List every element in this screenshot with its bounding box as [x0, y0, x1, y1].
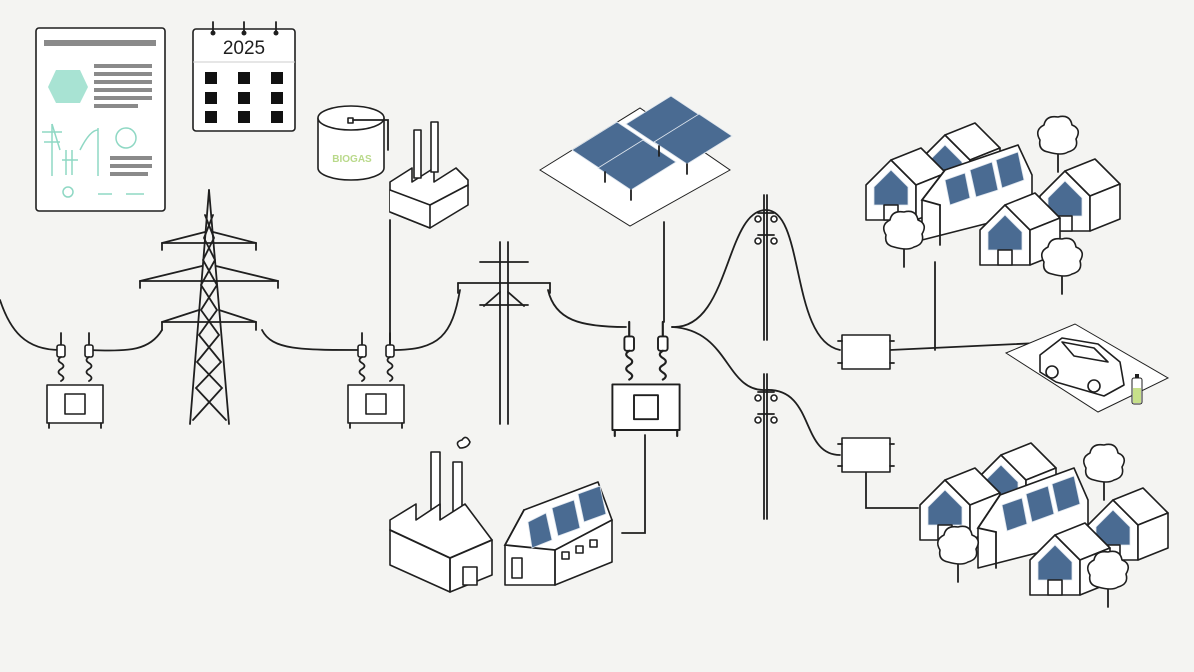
- tree-icon: [1086, 550, 1130, 608]
- calendar-year: 2025: [223, 38, 265, 59]
- report-document-icon: [35, 27, 166, 212]
- tree-icon: [882, 210, 926, 268]
- electric-car-icon: [1004, 323, 1170, 413]
- solar-farm-icon: [539, 95, 733, 227]
- tree-icon: [1036, 115, 1080, 173]
- factory-icon: [389, 436, 493, 593]
- biogas-plant-icon: BIOGAS: [317, 105, 469, 229]
- tree-icon: [1040, 237, 1084, 295]
- biogas-label: BIOGAS: [332, 154, 372, 165]
- solar-neighborhood-bottom: [919, 442, 1169, 608]
- distribution-pole-icon: [754, 194, 778, 341]
- power-lines: [0, 209, 1061, 534]
- transformer-icon: [347, 332, 405, 429]
- switch-box-icon: [837, 437, 895, 473]
- transmission-tower-icon: [139, 189, 279, 425]
- distribution-pole-icon: [754, 373, 778, 520]
- switch-box-icon: [837, 334, 895, 370]
- solar-house-icon: [503, 481, 613, 586]
- calendar-icon: 2025: [192, 21, 296, 132]
- tree-icon: [1082, 443, 1126, 501]
- tree-icon: [936, 525, 980, 583]
- transformer-icon: [611, 320, 681, 438]
- transformer-icon: [46, 332, 104, 429]
- battery-icon: [1131, 374, 1143, 405]
- distribution-pole-icon: [457, 241, 551, 425]
- solar-neighborhood-top: [865, 115, 1121, 295]
